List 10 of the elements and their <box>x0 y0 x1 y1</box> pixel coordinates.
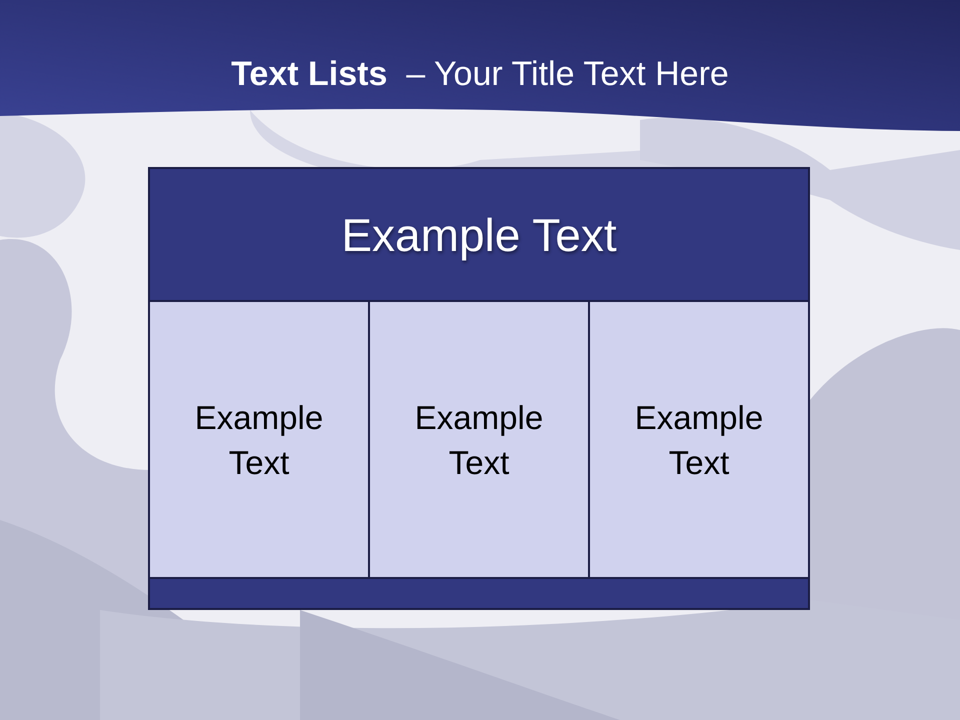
box-text: Example Text <box>634 398 764 482</box>
column-box <box>368 300 590 579</box>
box-text: Example Text <box>414 398 544 482</box>
header-box <box>148 167 810 302</box>
box-text: Example Text <box>194 398 324 482</box>
box-text: Example Text <box>341 208 617 262</box>
slide-title: Text Lists – Your Title Text Here <box>231 54 729 95</box>
column-box <box>588 300 810 579</box>
column-box <box>148 300 370 579</box>
footer-bar <box>148 577 810 610</box>
